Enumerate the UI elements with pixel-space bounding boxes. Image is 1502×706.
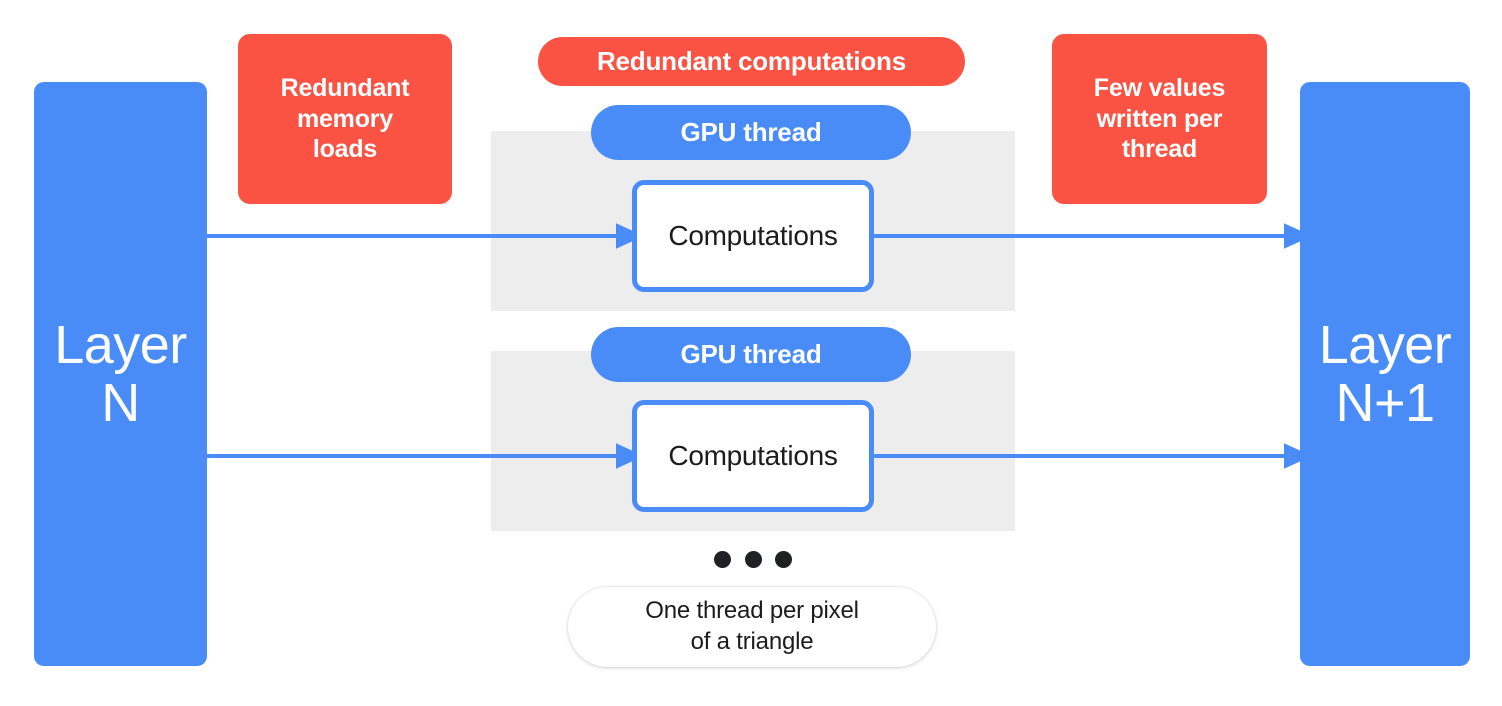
ellipsis-dots-icon: [714, 550, 792, 568]
gpu-thread-label-1: GPU thread: [591, 105, 911, 160]
layer-n-plus-1-block: Layer N+1: [1300, 82, 1470, 666]
ellipsis-dot: [775, 550, 792, 568]
ellipsis-dot: [744, 550, 762, 568]
callout-redundant-computations: Redundant computations: [538, 37, 965, 86]
computations-box-1: Computations: [632, 180, 874, 292]
ellipsis-dot: [714, 550, 731, 568]
callout-redundant-memory-loads: Redundant memory loads: [238, 34, 452, 204]
computations-box-2: Computations: [632, 400, 874, 512]
footer-note-one-thread-per-pixel: One thread per pixel of a triangle: [568, 587, 936, 667]
gpu-thread-label-2: GPU thread: [591, 327, 911, 382]
callout-few-values-written-per-thread: Few values written per thread: [1052, 34, 1267, 204]
layer-n-block: Layer N: [34, 82, 207, 666]
